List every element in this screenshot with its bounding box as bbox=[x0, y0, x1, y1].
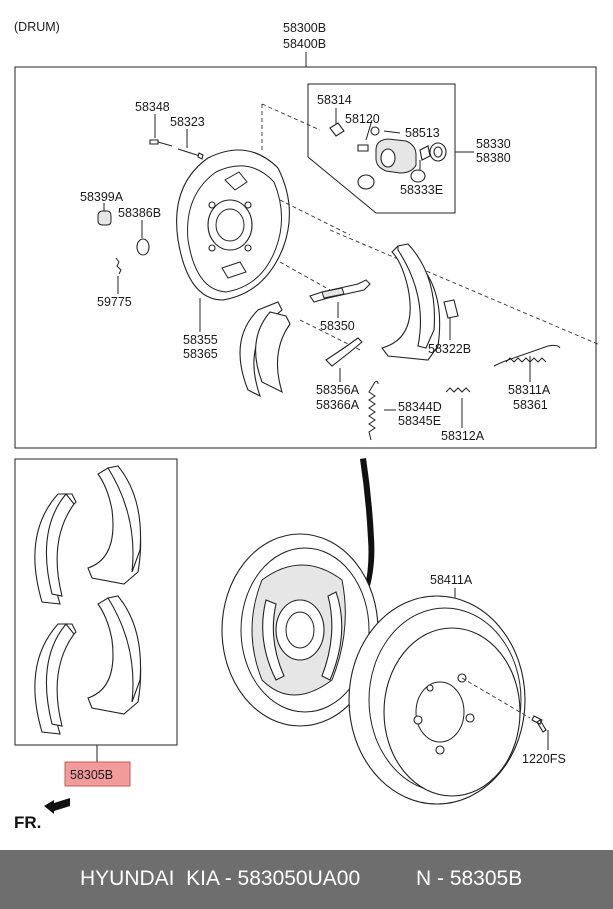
assembly-guide-lines bbox=[261, 103, 601, 351]
label-1220FS: 1220FS bbox=[522, 752, 566, 766]
adjuster bbox=[309, 279, 371, 303]
shoe-kit-frame bbox=[14, 458, 178, 746]
label-58314: 58314 bbox=[317, 93, 352, 107]
footer-brand-partno: HYUNDAI KIA - 583050UA00 bbox=[80, 867, 361, 890]
label-58411A: 58411A bbox=[430, 573, 473, 587]
pins-and-clips bbox=[97, 139, 204, 275]
label-58333E: 58333E bbox=[400, 183, 443, 197]
label-58330: 58330 bbox=[476, 137, 511, 151]
front-brake-shoe bbox=[381, 243, 441, 361]
label-58345E: 58345E bbox=[398, 414, 441, 428]
assembly-number-1: 58300B bbox=[283, 21, 326, 35]
section-arrow bbox=[360, 458, 375, 593]
footer-kit-number: N - 58305B bbox=[416, 867, 523, 890]
label-58323: 58323 bbox=[170, 115, 205, 129]
drum-type-label: (DRUM) bbox=[14, 20, 60, 34]
kit-part-highlight bbox=[64, 761, 131, 787]
label-58312A: 58312A bbox=[441, 429, 485, 443]
assembly-frame bbox=[14, 66, 597, 449]
shoe-lever bbox=[443, 299, 459, 319]
front-label: FR. bbox=[14, 813, 41, 832]
label-58322B: 58322B bbox=[428, 342, 471, 356]
label-58399A: 58399A bbox=[80, 190, 124, 204]
label-58366A: 58366A bbox=[316, 398, 360, 412]
drum-bolt bbox=[531, 715, 547, 733]
hold-down-spring bbox=[445, 387, 471, 393]
parking-lever bbox=[325, 337, 363, 367]
label-58356A: 58356A bbox=[316, 383, 360, 397]
shoe-kit-set bbox=[34, 465, 142, 735]
label-59775: 59775 bbox=[97, 295, 132, 309]
label-58365: 58365 bbox=[183, 347, 218, 361]
brake-diagram: (DRUM) 58300B 58400B 58314 58120 58513 5… bbox=[14, 20, 601, 832]
assembly-number-2: 58400B bbox=[283, 37, 326, 51]
brake-drum bbox=[348, 595, 526, 805]
label-58380: 58380 bbox=[476, 151, 511, 165]
label-58120: 58120 bbox=[345, 112, 380, 126]
return-spring-upper bbox=[493, 344, 561, 367]
backing-plate bbox=[176, 149, 290, 301]
label-58305B: 58305B bbox=[70, 768, 113, 782]
rear-brake-shoe bbox=[239, 301, 291, 398]
return-spring-lower bbox=[368, 380, 379, 441]
assembled-brake bbox=[221, 533, 379, 727]
front-direction-arrow-icon bbox=[44, 798, 70, 814]
label-58344D: 58344D bbox=[398, 400, 442, 414]
label-58513: 58513 bbox=[405, 126, 440, 140]
part-number-banner: HYUNDAI KIA - 583050UA00 N - 58305B bbox=[0, 850, 613, 909]
label-58361: 58361 bbox=[513, 398, 548, 412]
label-58386B: 58386B bbox=[118, 206, 161, 220]
label-58350: 58350 bbox=[320, 319, 355, 333]
label-58311A: 58311A bbox=[508, 383, 551, 397]
wheel-cylinder-frame bbox=[307, 83, 456, 214]
label-58348: 58348 bbox=[135, 100, 170, 114]
wheel-cylinder bbox=[329, 122, 447, 190]
label-58355: 58355 bbox=[183, 333, 218, 347]
